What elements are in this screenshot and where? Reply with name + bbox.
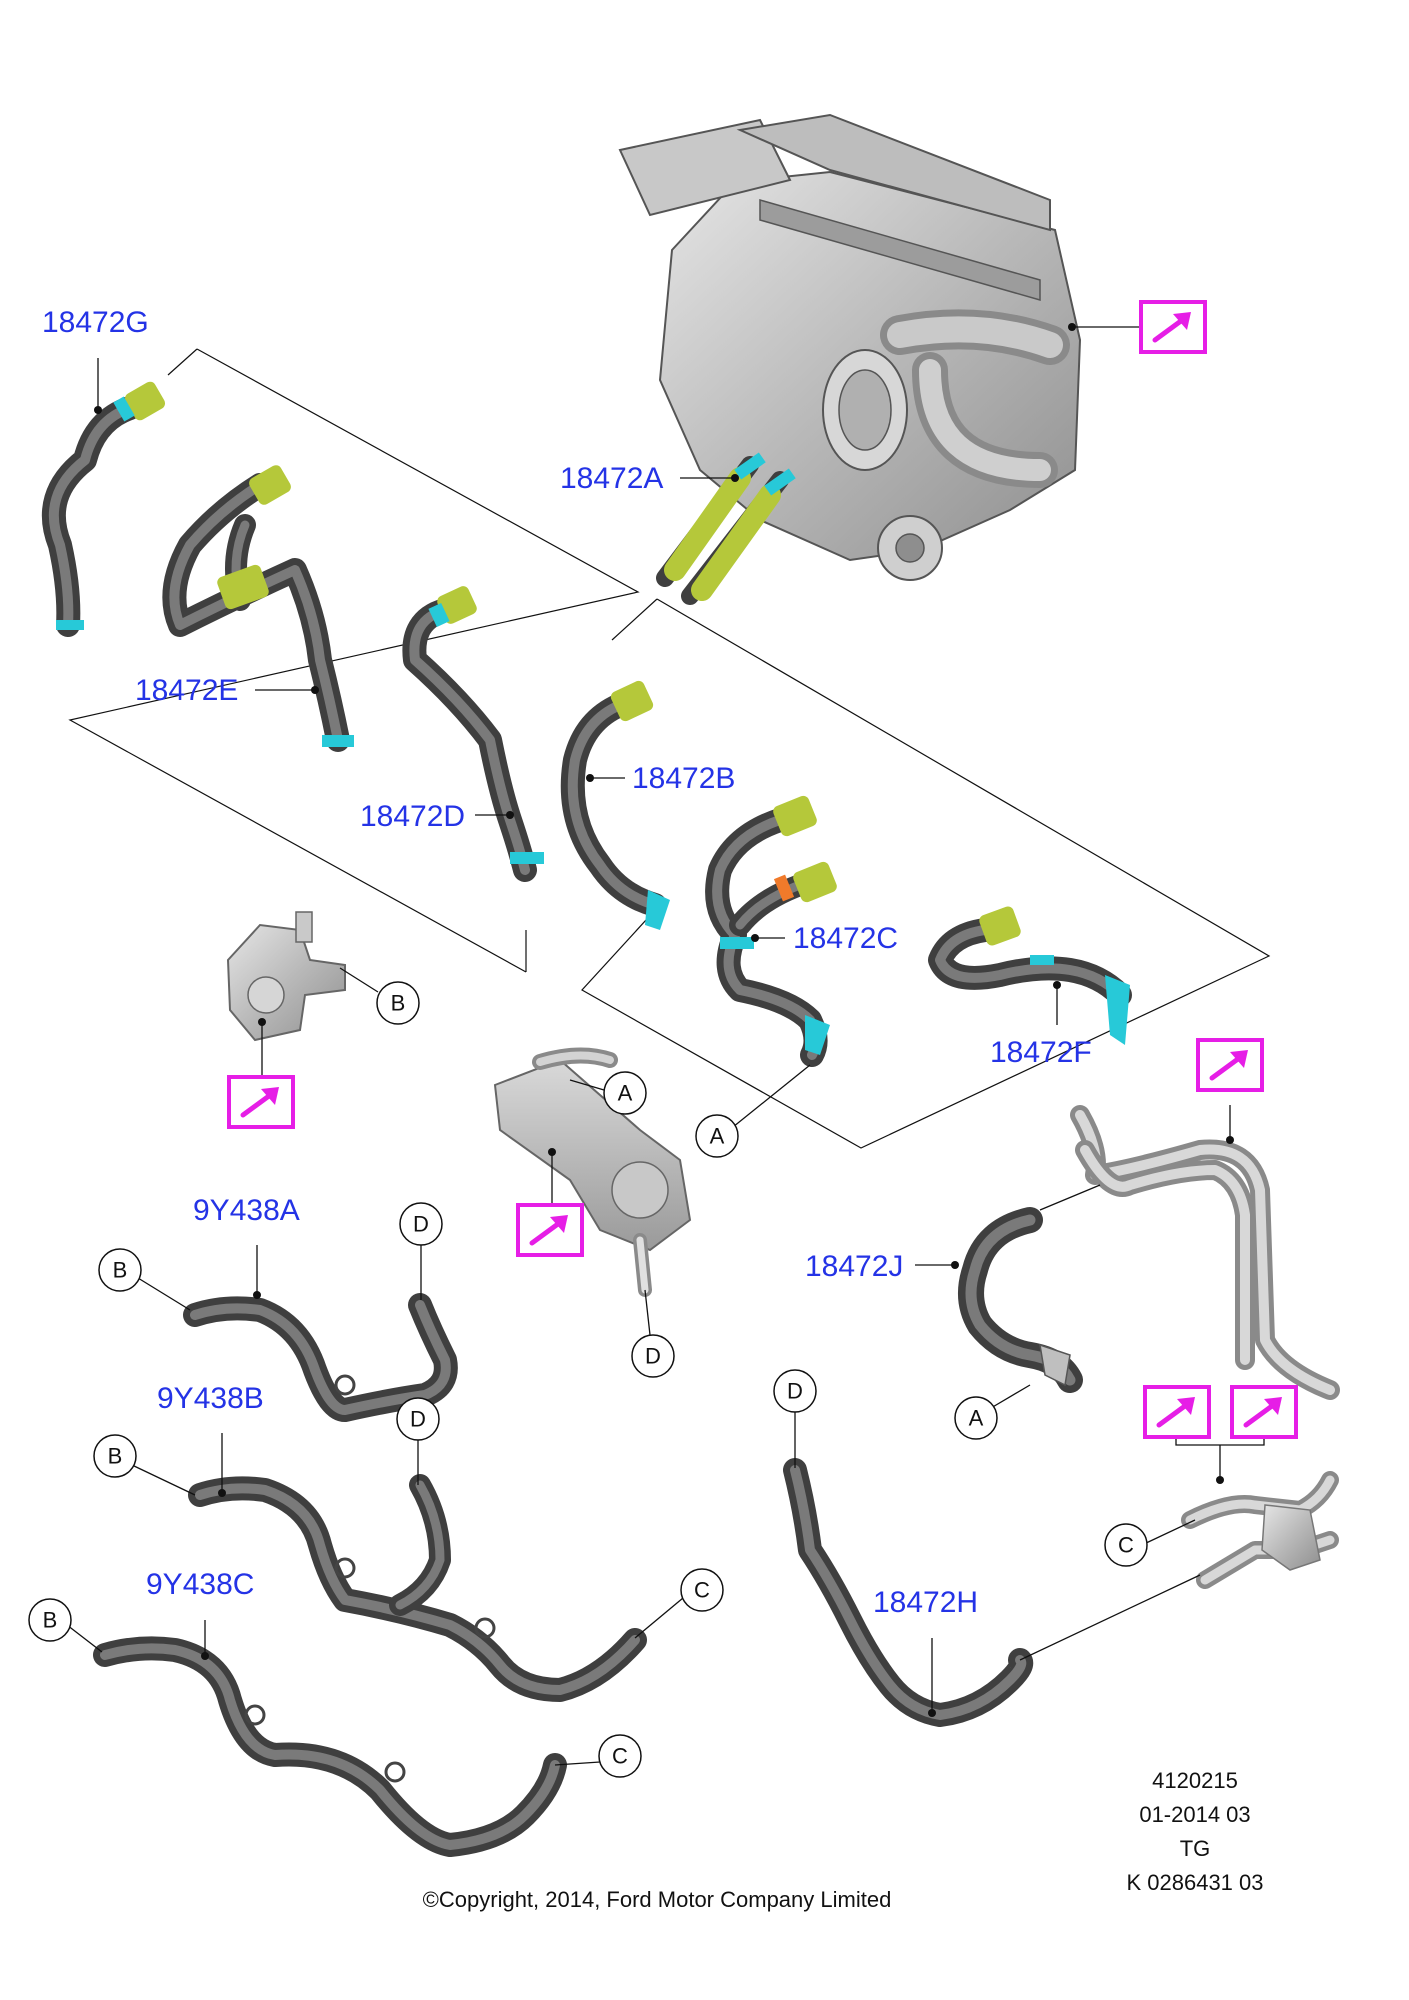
callout-b-9Y438B: B <box>93 1434 137 1478</box>
label-18472E: 18472E <box>135 674 238 707</box>
svg-text:B: B <box>43 1608 58 1633</box>
hose-18472F <box>928 906 1132 1045</box>
label-9Y438C: 9Y438C <box>146 1568 254 1601</box>
callout-b-9Y438C: B <box>28 1598 72 1642</box>
metal-coolant-pipes-lower <box>1181 1471 1339 1589</box>
reference-arrow-icon[interactable] <box>1141 302 1205 352</box>
svg-text:D: D <box>787 1379 803 1404</box>
drawing-market: TG <box>1180 1836 1211 1861</box>
heater-core-unit <box>618 113 1082 581</box>
svg-text:C: C <box>1118 1533 1134 1558</box>
reference-arrow-icon[interactable] <box>518 1205 582 1255</box>
assembly-frames <box>68 348 1271 1149</box>
hose-18472E <box>162 465 354 752</box>
hose-9Y438A <box>183 1293 458 1422</box>
svg-text:D: D <box>410 1407 426 1432</box>
hose-9Y438C <box>93 1636 567 1857</box>
label-9Y438B: 9Y438B <box>157 1382 264 1415</box>
callout-c-9Y438C: C <box>598 1734 642 1778</box>
callout-b-9Y438A: B <box>98 1248 142 1292</box>
callout-d-18472H: D <box>773 1369 817 1413</box>
svg-text:B: B <box>108 1444 123 1469</box>
reference-arrow-icon[interactable] <box>1145 1387 1209 1437</box>
hose-18472B <box>560 680 670 930</box>
svg-text:C: C <box>612 1744 628 1769</box>
svg-text:B: B <box>113 1258 128 1283</box>
callout-a-egr: A <box>603 1071 647 1115</box>
hose-18472D <box>402 586 544 882</box>
leader-lines <box>66 323 1265 1766</box>
callout-d-9Y438A: D <box>399 1202 443 1246</box>
svg-text:D: D <box>645 1344 661 1369</box>
callout-b-housing: B <box>376 981 420 1025</box>
drawing-reference: K 0286431 03 <box>1126 1870 1263 1895</box>
hose-18472H <box>783 1458 1034 1727</box>
callout-d-egr: D <box>631 1334 675 1378</box>
svg-text:A: A <box>618 1081 633 1106</box>
callout-a-18472J: A <box>954 1396 998 1440</box>
metal-coolant-pipes <box>1070 1105 1340 1400</box>
svg-text:A: A <box>710 1124 725 1149</box>
copyright-notice: ©Copyright, 2014, Ford Motor Company Lim… <box>423 1887 892 1912</box>
drawing-number: 4120215 <box>1152 1768 1238 1793</box>
drawing-date: 01-2014 03 <box>1139 1802 1250 1827</box>
svg-text:C: C <box>694 1578 710 1603</box>
hose-18472A <box>656 452 796 605</box>
hose-9Y438B <box>188 1474 647 1702</box>
label-18472A: 18472A <box>560 462 663 495</box>
coolant-outlet-housing <box>226 911 346 1042</box>
label-18472H: 18472H <box>873 1586 978 1619</box>
label-9Y438A: 9Y438A <box>193 1194 300 1227</box>
hose-18472G <box>41 381 166 637</box>
reference-arrow-icon[interactable] <box>229 1077 293 1127</box>
svg-text:A: A <box>969 1406 984 1431</box>
callout-d-9Y438B: D <box>396 1397 440 1441</box>
drawing-info-block: 4120215 01-2014 03 TG K 0286431 03 <box>1126 1768 1263 1895</box>
svg-text:B: B <box>391 991 406 1016</box>
reference-arrow-icon[interactable] <box>1232 1387 1296 1437</box>
label-18472F: 18472F <box>990 1036 1092 1069</box>
label-18472G: 18472G <box>42 306 149 339</box>
label-18472D: 18472D <box>360 800 465 833</box>
label-18472J: 18472J <box>805 1250 903 1283</box>
callout-circles: B A A D B D A D <box>28 981 1148 1778</box>
callout-c-pipes: C <box>1104 1523 1148 1567</box>
part-labels: 18472G 18472A 18472E 18472B 18472D 18472… <box>42 306 1092 1619</box>
label-18472C: 18472C <box>793 922 898 955</box>
hose-18472C <box>705 795 837 1067</box>
hose-18472J <box>958 1207 1083 1393</box>
callout-c-9Y438B: C <box>680 1568 724 1612</box>
callout-a-18472C: A <box>695 1114 739 1158</box>
label-18472B: 18472B <box>632 762 735 795</box>
svg-text:D: D <box>413 1212 429 1237</box>
egr-cooler <box>493 1047 692 1297</box>
reference-arrow-icon[interactable] <box>1198 1040 1262 1090</box>
